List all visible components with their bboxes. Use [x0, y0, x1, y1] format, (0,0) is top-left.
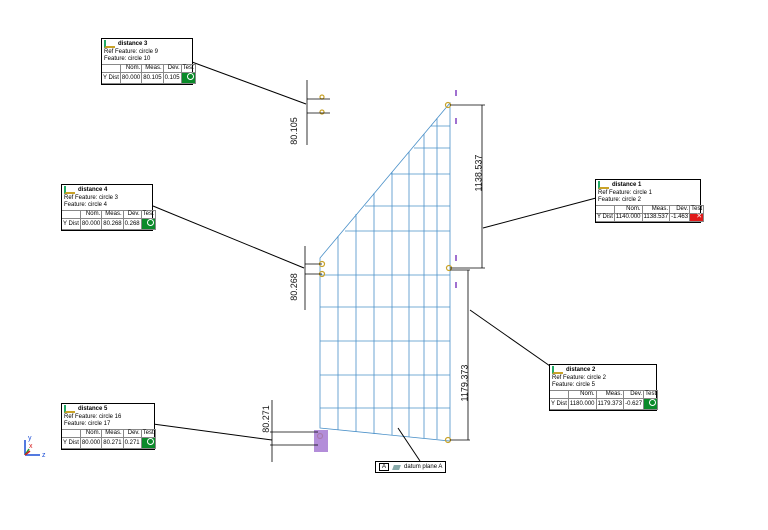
callout-feature: Feature: circle 4 [64, 202, 108, 208]
callout-feature: Feature: circle 17 [64, 421, 111, 427]
distance-icon [552, 366, 563, 374]
callout-feature: Feature: circle 5 [552, 382, 596, 388]
callout-ref: Ref Feature: circle 1 [598, 190, 653, 196]
callout-ref: Ref Feature: circle 16 [64, 414, 122, 420]
axis-label-y: y [28, 435, 32, 442]
axis-label-x: x [29, 443, 33, 450]
pass-indicator [140, 437, 156, 449]
callout-ref: Ref Feature: circle 9 [104, 49, 159, 55]
pass-indicator [140, 218, 156, 230]
distance-icon [64, 186, 75, 194]
callout-title: distance 3 [118, 40, 148, 47]
dim-text-d2: 1179.373 [459, 364, 470, 402]
dim-text-d5: 80.271 [260, 405, 271, 433]
callout-distance-1[interactable]: distance 1 Ref Feature: circle 1 Feature… [595, 179, 705, 223]
point-cloud [314, 90, 457, 452]
dimension-lines [270, 80, 485, 462]
callout-distance-5[interactable]: distance 5 Ref Feature: circle 16 Featur… [61, 403, 156, 450]
datum-plane-icon [392, 464, 401, 470]
pass-indicator [180, 72, 196, 84]
distance-icon [64, 405, 75, 413]
datum-label: datum plane A [404, 464, 443, 470]
distance-icon [104, 40, 115, 48]
callout-feature: Feature: circle 2 [598, 197, 642, 203]
axis-triad [24, 440, 40, 456]
callout-title: distance 4 [78, 186, 108, 193]
callout-feature: Feature: circle 10 [104, 56, 151, 62]
datum-letter: A [379, 463, 390, 471]
callout-title: distance 2 [566, 366, 596, 373]
leader-lines [152, 61, 597, 462]
callout-distance-2[interactable]: distance 2 Ref Feature: circle 2 Feature… [549, 364, 659, 411]
callout-distance-3[interactable]: distance 3 Ref Feature: circle 9 Feature… [101, 38, 196, 85]
dim-text-d3: 80.105 [288, 117, 299, 145]
part-mesh [319, 101, 451, 442]
axis-label-z: z [42, 452, 46, 459]
distance-icon [598, 181, 609, 189]
dim-text-d4: 80.268 [288, 273, 299, 301]
dim-text-d1: 1138.537 [473, 154, 484, 192]
pass-indicator [643, 398, 659, 410]
callout-distance-4[interactable]: distance 4 Ref Feature: circle 3 Feature… [61, 184, 156, 231]
callout-title: distance 1 [612, 181, 642, 188]
datum-plane-label[interactable]: A datum plane A [375, 461, 447, 473]
callout-ref: Ref Feature: circle 2 [552, 375, 607, 381]
fail-indicator: ✕ [689, 213, 705, 222]
callout-ref: Ref Feature: circle 3 [64, 195, 119, 201]
callout-title: distance 5 [78, 405, 108, 412]
